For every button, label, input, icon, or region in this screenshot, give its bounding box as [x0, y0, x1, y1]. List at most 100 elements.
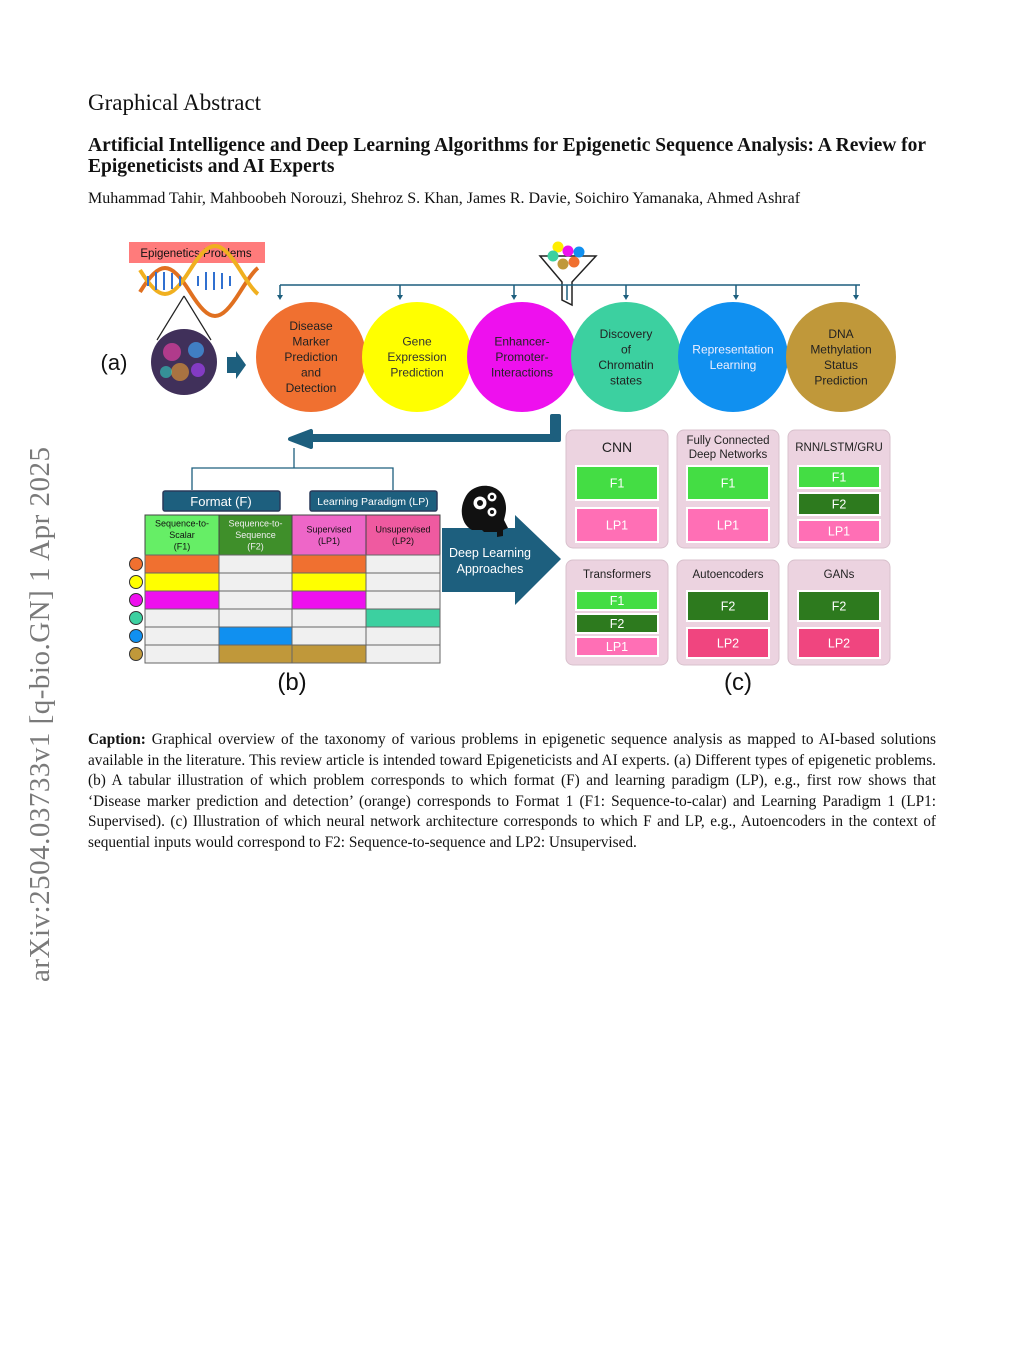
architecture-tag-lp1: [575, 507, 659, 543]
table-cell: [144, 572, 220, 592]
table-header-label: Sequence-to-Sequence(F2): [228, 519, 282, 552]
table-header-label: Sequence-to-Scalar(F1): [155, 519, 209, 552]
table-cell: [365, 626, 441, 646]
problem-label-line: Detection: [286, 381, 337, 395]
table-cell: [218, 626, 293, 646]
problem-mapping-table: Sequence-to-Scalar(F1) Sequence-to-Sequen…: [144, 514, 441, 664]
arrow-to-problems-icon: [227, 351, 246, 379]
problem-label-line: Gene: [402, 335, 432, 349]
architecture-tag-f1: [686, 465, 770, 501]
architecture-tag-label: LP1: [828, 525, 850, 539]
problem-label: Enhancer-Promoter-Interactions: [491, 335, 553, 380]
table-header-label: Supervised(LP1): [306, 524, 351, 546]
arrowhead-icon: [623, 295, 629, 300]
row-color-dot: [129, 611, 143, 625]
row-color-dot: [129, 647, 143, 661]
dna-helix-icon: [138, 244, 260, 318]
caption-label: Caption:: [88, 731, 146, 748]
graphical-abstract-heading: Graphical Abstract: [88, 90, 262, 115]
problem-label-line: Methylation: [810, 342, 871, 356]
architecture-tag-label: F2: [832, 600, 847, 614]
table-cell: [144, 644, 220, 664]
architecture-tag-label: F2: [721, 600, 736, 614]
architecture-name-line: CNN: [602, 439, 632, 455]
architecture-tag-lp1: [575, 636, 659, 657]
architecture-name-line: Fully Connected: [686, 435, 769, 447]
problem-label-line: Expression: [387, 350, 446, 364]
problem-label-line: Prediction: [390, 366, 443, 380]
problem-label-line: Interactions: [491, 366, 553, 380]
architecture-name: RNN/LSTM/GRU: [795, 442, 883, 454]
figure-caption: Caption: Graphical overview of the taxon…: [88, 730, 936, 853]
problem-label-line: Enhancer-: [494, 335, 549, 349]
return-arrow: [288, 414, 561, 449]
row-color-dot: [129, 557, 143, 571]
table-cell: [144, 590, 220, 610]
row-color-dot: [129, 629, 143, 643]
problem-circle: [467, 302, 577, 412]
table-cell: [218, 554, 293, 574]
architecture-tag-f1: [797, 465, 881, 489]
problem-label-line: and: [301, 366, 321, 380]
architecture-name-line: Deep Networks: [689, 449, 768, 461]
architecture-tag-lp1: [686, 507, 770, 543]
table-cell: [291, 608, 367, 628]
deep-learning-label-line: Deep Learning: [449, 546, 531, 560]
arrowhead-icon: [853, 295, 859, 300]
deep-learning-label-line: Approaches: [457, 562, 524, 576]
table-cell: [218, 644, 293, 664]
brain-head-icon: [461, 485, 508, 537]
architecture-name-line: RNN/LSTM/GRU: [795, 442, 883, 454]
table-cell: [218, 572, 293, 592]
caption-text: Graphical overview of the taxonomy of va…: [88, 731, 936, 851]
architecture-tag-f2: [797, 590, 881, 622]
table-header-label-line: Sequence-to-: [228, 519, 282, 529]
arrowhead-icon: [511, 295, 517, 300]
row-color-dot: [129, 593, 143, 607]
table-cell: [291, 644, 367, 664]
arrowhead-icon: [397, 295, 403, 300]
architecture-name-line: GANs: [824, 569, 855, 581]
architecture-tag-label: LP1: [606, 640, 628, 654]
table-header-cell: [291, 514, 367, 556]
architecture-tag-f1: [575, 590, 659, 611]
problem-label-line: Prediction: [814, 373, 867, 387]
architecture-tag-label: LP1: [717, 519, 739, 533]
architecture-tag-label: LP2: [717, 637, 739, 651]
architecture-tag-label: F1: [610, 594, 625, 608]
table-cell: [365, 554, 441, 574]
architecture-tag-f2: [686, 590, 770, 622]
table-cell: [365, 608, 441, 628]
table-cell: [291, 572, 367, 592]
panel-a-label: (a): [101, 350, 128, 375]
arrowhead-icon: [277, 295, 283, 300]
table-cell: [291, 590, 367, 610]
paper-authors: Muhammad Tahir, Mahboobeh Norouzi, Shehr…: [88, 190, 801, 207]
problem-circle: [678, 302, 788, 412]
architecture-name: Autoencoders: [693, 569, 764, 581]
problem-label-line: Chromatin: [598, 358, 653, 372]
architecture-tag-label: LP1: [606, 519, 628, 533]
table-cell: [144, 626, 220, 646]
architecture-name-line: Transformers: [583, 569, 651, 581]
architecture-tag-lp1: [797, 519, 881, 543]
architecture-name-line: Autoencoders: [693, 569, 764, 581]
distribution-lines: [280, 284, 860, 300]
table-header-cell: [218, 514, 293, 556]
problem-label-line: Discovery: [600, 327, 653, 341]
architecture-tag-lp2: [686, 627, 770, 659]
architecture-tag-label: F2: [832, 498, 847, 512]
table-header-brace: [191, 448, 394, 490]
architecture-tag-label: F1: [832, 471, 847, 485]
problem-label-line: DNA: [828, 327, 853, 341]
problem-item: Enhancer-Promoter-Interactions: [467, 302, 577, 412]
deep-learning-arrow: [442, 515, 561, 605]
